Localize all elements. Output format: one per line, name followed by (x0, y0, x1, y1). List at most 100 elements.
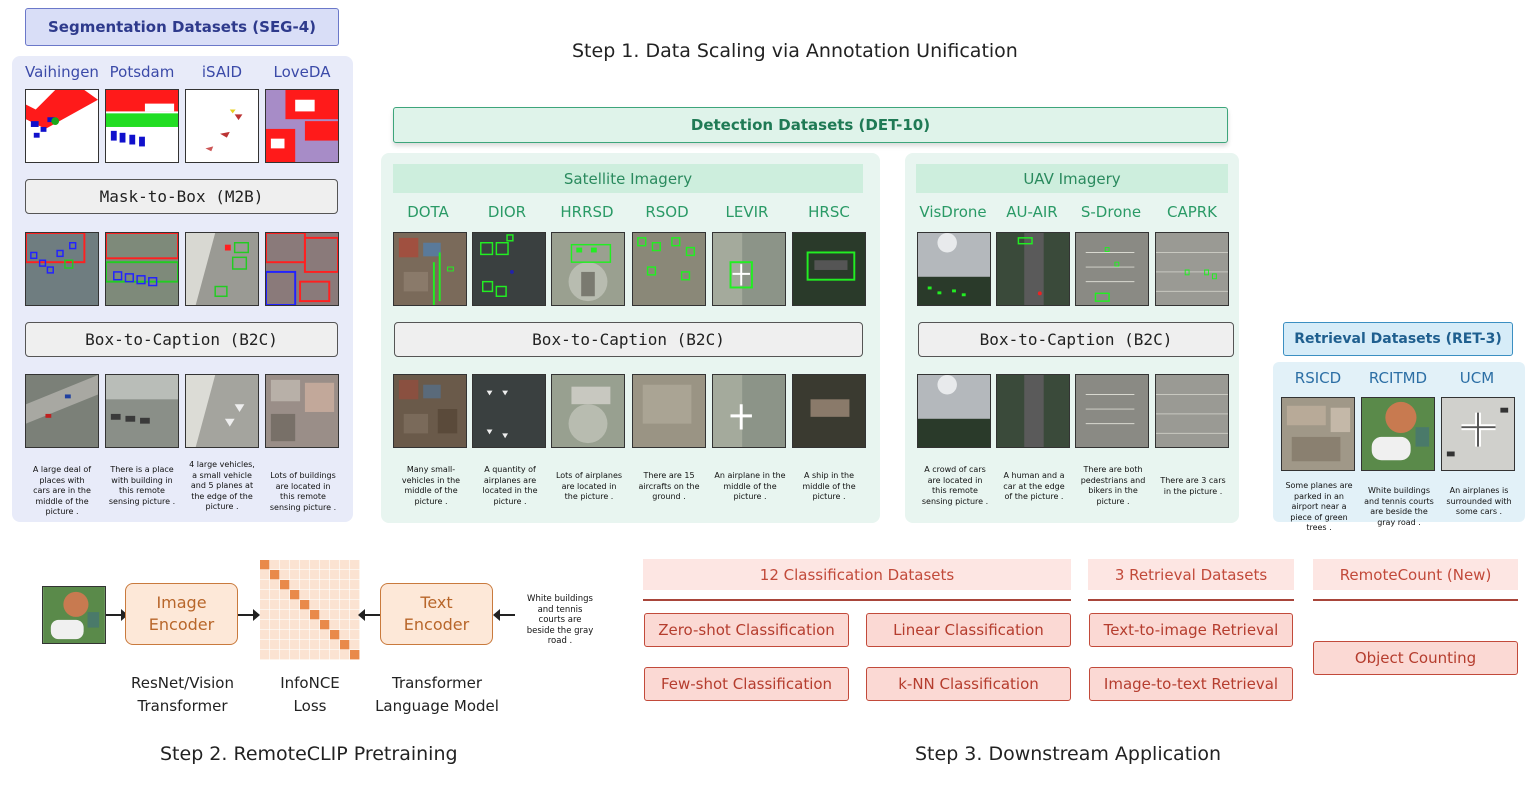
uav-caption-text: A human and a car at the edge of the pic… (1003, 471, 1065, 501)
divider (1313, 599, 1518, 601)
text-encoder-label: Text Encoder (403, 593, 470, 634)
step1-title: Step 1. Data Scaling via Annotation Unif… (572, 40, 1018, 62)
sat-caption-image (472, 374, 546, 448)
matrix-cell (260, 650, 270, 660)
matrix-cell (300, 610, 310, 620)
matrix-cell (330, 610, 340, 620)
matrix-cell (300, 630, 310, 640)
uav-dataset-label: AU-AIR (1006, 203, 1058, 221)
matrix-cell (280, 620, 290, 630)
seg-caption-text: A large deal of places with cars are in … (32, 465, 92, 516)
matrix-cell (350, 580, 360, 590)
matrix-cell (310, 640, 320, 650)
sat-caption-text: A ship in the middle of the picture . (802, 471, 856, 501)
matrix-cell (280, 630, 290, 640)
uav-detection-image (1075, 232, 1149, 306)
uav-caption-image (1155, 374, 1229, 448)
image-to-text-retrieval-task: Image-to-text Retrieval (1089, 667, 1293, 701)
uav-imagery-header: UAV Imagery (916, 164, 1228, 193)
matrix-cell (300, 560, 310, 570)
text-to-image-retrieval-task: Text-to-image Retrieval (1089, 613, 1293, 647)
matrix-cell (340, 610, 350, 620)
sat-dataset-label: HRSC (808, 203, 850, 221)
seg-box-image (265, 232, 339, 306)
ret-image (1361, 397, 1435, 471)
sat-dataset-label: HRRSD (560, 203, 614, 221)
sat-caption-image (632, 374, 706, 448)
matrix-cell (260, 630, 270, 640)
matrix-cell (280, 650, 290, 660)
uav-caption-image (917, 374, 991, 448)
matrix-cell (320, 610, 330, 620)
matrix-cell (320, 570, 330, 580)
matrix-cell (280, 560, 290, 570)
sat-detection-image (551, 232, 625, 306)
sat-dataset-label: LEVIR (725, 203, 769, 221)
matrix-cell (310, 600, 320, 610)
satellite-imagery-header: Satellite Imagery (393, 164, 863, 193)
matrix-cell (340, 600, 350, 610)
retrieval-tasks-header: 3 Retrieval Datasets (1088, 559, 1294, 590)
text-encoder-subtitle: Transformer Language Model (375, 674, 499, 715)
seg-box-image (105, 232, 179, 306)
uav-dataset-label: S-Drone (1080, 203, 1142, 221)
seg-caption-text: Lots of buildings are located in this re… (269, 471, 337, 512)
matrix-cell (290, 630, 300, 640)
sat-caption-image (712, 374, 786, 448)
classification-header: 12 Classification Datasets (643, 559, 1071, 590)
box-to-caption-step: Box-to-Caption (B2C) (25, 322, 338, 357)
sat-caption-image (393, 374, 467, 448)
ret-image (1281, 397, 1355, 471)
sat-detection-image (792, 232, 866, 306)
matrix-cell (330, 640, 340, 650)
matrix-cell (290, 640, 300, 650)
knn-classification-task: k-NN Classification (866, 667, 1071, 701)
matrix-cell (260, 590, 270, 600)
matrix-cell (340, 620, 350, 630)
matrix-cell (310, 630, 320, 640)
matrix-diagonal-cell (260, 560, 270, 570)
zero-shot-classification-task: Zero-shot Classification (644, 613, 849, 647)
matrix-cell (300, 640, 310, 650)
matrix-cell (270, 580, 280, 590)
ret-caption-text: White buildings and tennis courts are be… (1364, 486, 1434, 527)
matrix-cell (270, 590, 280, 600)
matrix-cell (300, 620, 310, 630)
seg-dataset-label: LoveDA (273, 63, 331, 81)
input-text: White buildings and tennis courts are be… (526, 594, 594, 646)
uav-caption-text: A crowd of cars are located in this remo… (921, 465, 989, 506)
matrix-cell (350, 610, 360, 620)
sat-dataset-label: RSOD (645, 203, 689, 221)
matrix-cell (270, 610, 280, 620)
ret-dataset-label: UCM (1459, 369, 1495, 387)
matrix-cell (320, 590, 330, 600)
matrix-cell (350, 600, 360, 610)
matrix-cell (350, 560, 360, 570)
matrix-diagonal-cell (310, 610, 320, 620)
uav-dataset-label: VisDrone (919, 203, 987, 221)
object-counting-task: Object Counting (1313, 641, 1518, 675)
text-encoder-box: Text Encoder (380, 583, 493, 645)
matrix-cell (270, 620, 280, 630)
uav-detection-image (1155, 232, 1229, 306)
uav-caption-image (1075, 374, 1149, 448)
matrix-cell (320, 580, 330, 590)
sat-detection-image (393, 232, 467, 306)
uav-caption-text: There are both pedestrians and bikers in… (1080, 465, 1146, 506)
matrix-cell (260, 570, 270, 580)
ret-dataset-label: RCITMD (1368, 369, 1428, 387)
matrix-cell (350, 620, 360, 630)
few-shot-classification-task: Few-shot Classification (644, 667, 849, 701)
sat-detection-image (712, 232, 786, 306)
matrix-cell (310, 650, 320, 660)
seg-dataset-label: iSAID (201, 63, 243, 81)
matrix-cell (290, 600, 300, 610)
seg-box-image (25, 232, 99, 306)
segmentation-header: Segmentation Datasets (SEG-4) (25, 8, 339, 46)
matrix-cell (330, 580, 340, 590)
sat-dataset-label: DOTA (407, 203, 449, 221)
matrix-cell (340, 650, 350, 660)
divider (1088, 599, 1294, 601)
matrix-cell (310, 620, 320, 630)
mask-to-box-step: Mask-to-Box (M2B) (25, 179, 338, 214)
